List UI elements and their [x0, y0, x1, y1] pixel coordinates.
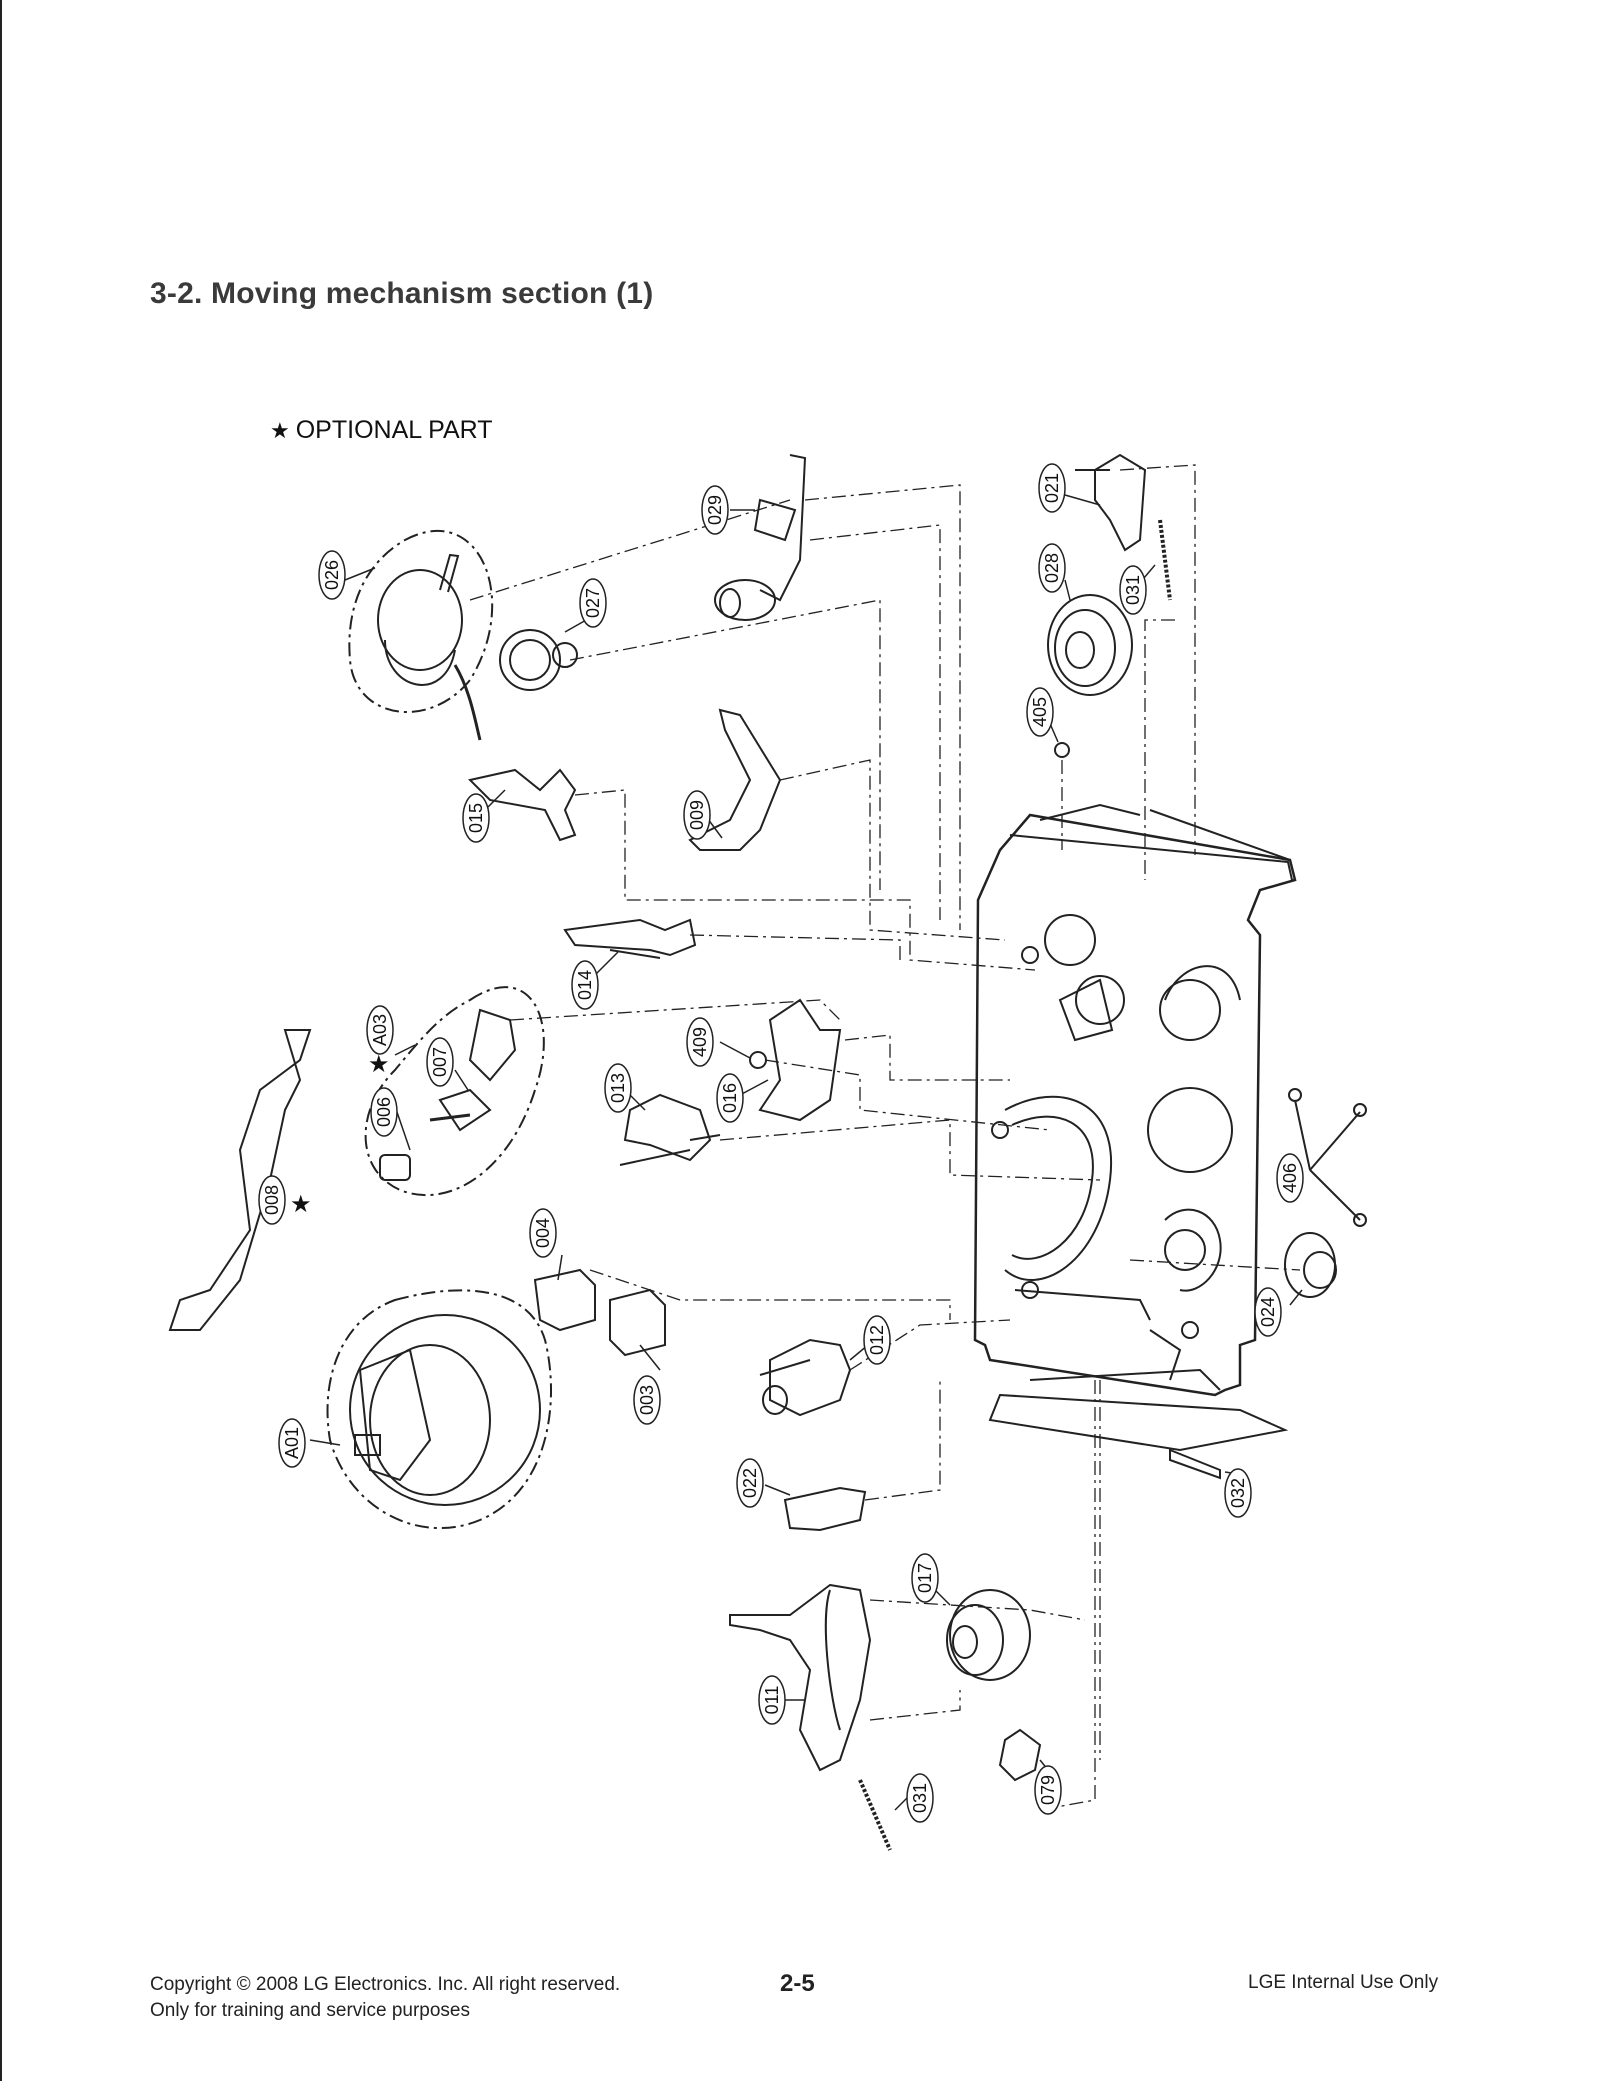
part-label-017: 017: [911, 1553, 939, 1603]
part-label-016: 016: [716, 1073, 744, 1123]
part-label-004: 004: [529, 1208, 557, 1258]
svg-text:406: 406: [1280, 1163, 1300, 1193]
svg-text:011: 011: [762, 1686, 782, 1715]
part-label-406: 406: [1276, 1153, 1304, 1203]
part-label-014: 014: [571, 960, 599, 1010]
svg-text:017: 017: [915, 1563, 935, 1593]
part-label-003: 003: [633, 1375, 661, 1425]
part-label-015: 015: [462, 793, 490, 843]
part-label-026: 026: [318, 550, 346, 600]
part-label-022: 022: [736, 1458, 764, 1508]
optional-star-A03: ★: [368, 1051, 390, 1078]
copyright-text: Copyright © 2008 LG Electronics. Inc. Al…: [150, 1974, 621, 1995]
svg-text:014: 014: [575, 970, 595, 1000]
svg-text:021: 021: [1042, 473, 1062, 503]
part-label-028: 028: [1038, 543, 1066, 593]
part-label-A03: A03: [366, 1005, 394, 1055]
svg-text:028: 028: [1042, 553, 1062, 583]
svg-text:029: 029: [705, 495, 725, 525]
svg-text:022: 022: [740, 1468, 760, 1498]
svg-text:004: 004: [533, 1218, 553, 1248]
svg-text:027: 027: [583, 588, 603, 618]
svg-text:A03: A03: [370, 1014, 390, 1046]
part-label-006: 006: [370, 1087, 398, 1137]
part-label-409: 409: [686, 1017, 714, 1067]
svg-text:405: 405: [1030, 697, 1050, 727]
svg-text:026: 026: [322, 560, 342, 590]
purpose-text: Only for training and service purposes: [150, 2000, 470, 2021]
svg-text:031: 031: [1123, 575, 1143, 605]
part-label-032: 032: [1224, 1468, 1252, 1518]
svg-text:024: 024: [1258, 1297, 1278, 1327]
part-label-A01: A01: [278, 1418, 306, 1468]
svg-text:A01: A01: [282, 1427, 302, 1459]
svg-text:079: 079: [1038, 1775, 1058, 1805]
optional-star-008: ★: [290, 1191, 312, 1218]
part-label-031-top: 031: [1119, 565, 1147, 615]
internal-use-text: LGE Internal Use Only: [1248, 1972, 1439, 1993]
star-icon: ★: [270, 418, 290, 443]
svg-text:032: 032: [1228, 1478, 1248, 1508]
bottom-plate: [988, 1393, 1289, 1452]
part-label-008: 008: [258, 1175, 286, 1225]
svg-text:007: 007: [430, 1047, 450, 1077]
svg-text:031: 031: [910, 1783, 930, 1813]
part-label-029: 029: [701, 485, 729, 535]
svg-text:008: 008: [262, 1185, 282, 1215]
section-title: 3-2. Moving mechanism section (1): [150, 277, 654, 310]
svg-text:015: 015: [466, 803, 486, 833]
svg-text:409: 409: [690, 1027, 710, 1057]
svg-text:006: 006: [374, 1097, 394, 1127]
part-label-031-bottom: 031: [906, 1773, 934, 1823]
part-label-011: 011: [758, 1675, 786, 1725]
svg-text:016: 016: [720, 1083, 740, 1113]
part-label-007: 007: [426, 1037, 454, 1087]
svg-text:009: 009: [687, 800, 707, 830]
part-label-009: 009: [683, 790, 711, 840]
part-label-013: 013: [604, 1063, 632, 1113]
part-label-079: 079: [1034, 1765, 1062, 1815]
part-label-027: 027: [579, 578, 607, 628]
footer-copyright: Copyright © 2008 LG Electronics. Inc. Al…: [150, 1972, 620, 2024]
svg-text:013: 013: [608, 1073, 628, 1103]
part-label-024: 024: [1254, 1287, 1282, 1337]
part-label-405: 405: [1026, 687, 1054, 737]
optional-part-legend: ★OPTIONAL PART: [270, 416, 493, 445]
part-label-021: 021: [1038, 463, 1066, 513]
svg-text:003: 003: [637, 1385, 657, 1415]
legend-text: OPTIONAL PART: [295, 416, 493, 444]
part-label-012: 012: [863, 1315, 891, 1365]
svg-text:012: 012: [867, 1325, 887, 1355]
main-chassis: [973, 803, 1297, 1397]
page-number: 2-5: [780, 1970, 815, 1997]
